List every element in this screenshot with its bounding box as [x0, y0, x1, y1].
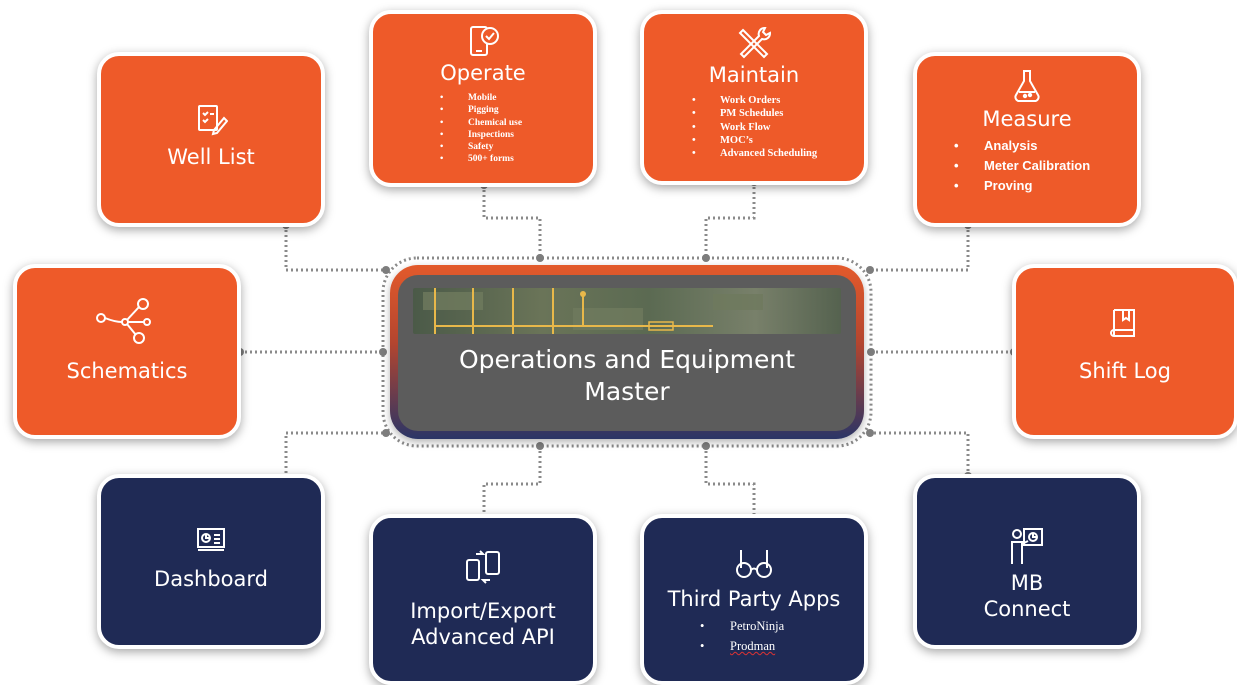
- list-item: Advanced Scheduling: [692, 147, 864, 161]
- operate-list: Mobile Pigging Chemical use Inspections …: [440, 92, 593, 166]
- measure-list: Analysis Meter Calibration Proving: [954, 136, 1137, 196]
- import-export-title-line2: Advanced API: [411, 625, 555, 649]
- map-image: [413, 288, 841, 334]
- shift-log-card[interactable]: Shift Log: [1012, 264, 1237, 439]
- list-item: PetroNinja: [700, 616, 864, 636]
- list-item: Proving: [954, 176, 1137, 196]
- import-export-card[interactable]: Import/Export Advanced API: [369, 514, 597, 685]
- book-icon: [1110, 309, 1135, 337]
- list-item: Safety: [440, 141, 593, 154]
- maintain-list: Work Orders PM Schedules Work Flow MOC’s…: [692, 94, 864, 161]
- list-item: Work Orders: [692, 94, 864, 108]
- operate-title: Operate: [440, 61, 526, 85]
- list-item: Meter Calibration: [954, 156, 1137, 176]
- dashboard-card[interactable]: Dashboard: [97, 474, 325, 649]
- wrench-screwdriver-icon: [738, 27, 771, 59]
- maintain-card[interactable]: Maintain Work Orders PM Schedules Work F…: [640, 10, 868, 185]
- list-item: MOC’s: [692, 134, 864, 148]
- list-item: Mobile: [440, 92, 593, 105]
- checklist-pencil-icon: [198, 105, 228, 136]
- mb-connect-card[interactable]: MB Connect: [913, 474, 1141, 649]
- network-nodes-icon: [96, 298, 151, 344]
- shift-log-title: Shift Log: [1079, 359, 1171, 383]
- center-title: Operations and Equipment Master: [398, 344, 856, 408]
- measure-card[interactable]: Measure Analysis Meter Calibration Provi…: [913, 52, 1141, 227]
- dashboard-title: Dashboard: [154, 567, 268, 591]
- device-sync-icon: [466, 550, 500, 584]
- center-title-line2: Master: [584, 377, 670, 406]
- list-item: 500+ forms: [440, 153, 593, 166]
- schematics-card[interactable]: Schematics: [13, 264, 241, 439]
- glasses-icon: [736, 550, 772, 578]
- list-item: Inspections: [440, 129, 593, 142]
- presenter-icon: [1011, 528, 1043, 564]
- import-export-title-line1: Import/Export: [410, 599, 556, 623]
- schematics-title: Schematics: [66, 359, 188, 383]
- third-party-apps-card[interactable]: Third Party Apps PetroNinja Prodman: [640, 514, 868, 685]
- list-item: Prodman: [700, 636, 864, 656]
- third-party-title: Third Party Apps: [667, 587, 841, 611]
- list-item: Work Flow: [692, 121, 864, 135]
- list-item: PM Schedules: [692, 107, 864, 121]
- operate-card[interactable]: Operate Mobile Pigging Chemical use Insp…: [369, 10, 597, 187]
- well-list-title: Well List: [167, 145, 255, 169]
- mb-connect-title-line1: MB: [1010, 571, 1044, 595]
- list-item: Chemical use: [440, 117, 593, 130]
- third-party-list: PetroNinja Prodman: [700, 616, 864, 656]
- mobile-check-icon: [470, 26, 499, 56]
- measure-title: Measure: [982, 107, 1072, 131]
- maintain-title: Maintain: [708, 63, 800, 87]
- well-list-card[interactable]: Well List: [97, 52, 325, 227]
- dashboard-screen-icon: [197, 528, 225, 551]
- list-item: Pigging: [440, 104, 593, 117]
- list-item: Analysis: [954, 136, 1137, 156]
- center-title-line1: Operations and Equipment: [458, 345, 796, 374]
- flask-icon: [1014, 70, 1040, 103]
- mb-connect-title-line2: Connect: [983, 597, 1071, 621]
